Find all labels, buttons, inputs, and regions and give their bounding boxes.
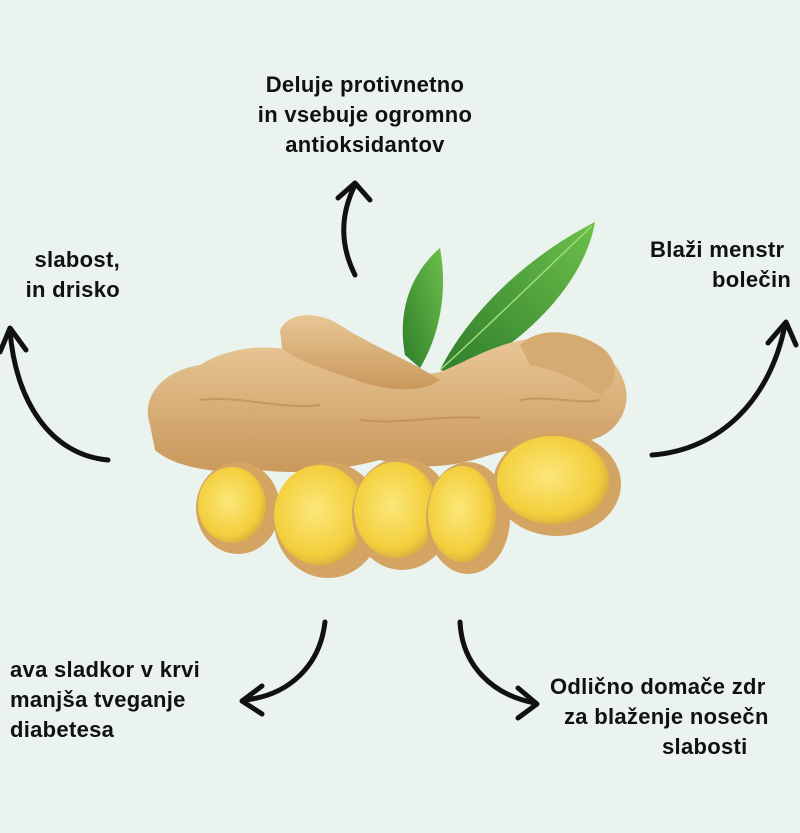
label-bottom-left-line-3: diabetesa [10, 717, 115, 742]
label-bottom-left-line-1: ava sladkor v krvi [10, 657, 201, 682]
label-bottom-right: Odlično domače zdr za blaženje nosečn sl… [550, 672, 800, 762]
label-right-line-2: bolečin [712, 267, 792, 292]
label-top-line-3: antioksidantov [285, 132, 445, 157]
arrow-bottom-left [239, 619, 328, 717]
ginger-slices [196, 432, 621, 578]
label-bottom-left: ava sladkor v krvi manjša tveganje diabe… [0, 655, 240, 745]
arrow-bottom-right [457, 619, 540, 721]
label-left-line-1: slabost, [34, 247, 120, 272]
label-top: Deluje protivnetno in vsebuje ogromno an… [230, 70, 500, 160]
label-right-line-1: Blaži menstr [650, 237, 785, 262]
arrow-right [649, 319, 799, 458]
label-top-line-1: Deluje protivnetno [265, 72, 465, 97]
label-bottom-right-line-3: slabosti [662, 734, 748, 759]
label-right: Blaži menstr bolečin [650, 235, 800, 295]
arrow-top [335, 180, 373, 278]
arrow-left [0, 325, 111, 463]
label-top-line-2: in vsebuje ogromno [257, 102, 473, 127]
label-left-line-2: in drisko [25, 277, 120, 302]
ginger-root [147, 315, 627, 472]
label-bottom-right-line-2: za blaženje nosečn [564, 704, 769, 729]
label-bottom-right-line-1: Odlično domače zdr [550, 674, 766, 699]
label-bottom-left-line-2: manjša tveganje [10, 687, 186, 712]
leaves [402, 222, 595, 375]
label-left: slabost, in drisko [0, 245, 120, 305]
